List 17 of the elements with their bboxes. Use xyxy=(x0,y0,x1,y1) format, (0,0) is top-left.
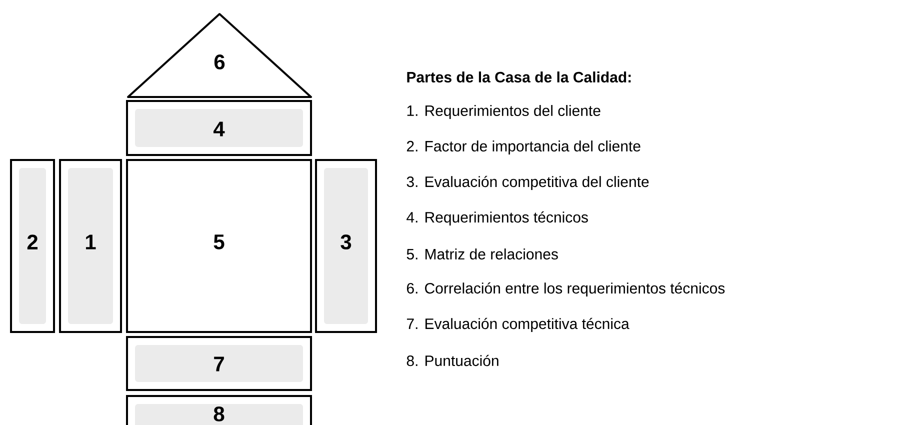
section-box: 8 xyxy=(126,394,312,425)
list-item: 8. Puntuación xyxy=(406,354,498,366)
list-item: 7. Evaluación competitiva técnica xyxy=(406,318,630,332)
section-box: 7 xyxy=(126,336,312,391)
section-box: 2 xyxy=(10,159,56,333)
list-item: 3. Evaluación competitiva del cliente xyxy=(406,176,649,190)
section-box: 4 xyxy=(126,100,312,156)
list-item: 5. Matriz de relaciones xyxy=(406,248,558,260)
section-box: 3 xyxy=(315,159,377,333)
matrix-box: 5 xyxy=(126,159,312,333)
roof-triangle: 6 xyxy=(127,13,312,98)
list-item: 1. Requerimientos del cliente xyxy=(407,105,600,119)
list-item: 4. Requerimientos técnicos xyxy=(406,211,588,226)
list-item: 2. Factor de importancia del cliente xyxy=(406,140,640,154)
section-box: 1 xyxy=(59,159,122,333)
list-item: 6. Correlación entre los requerimientos técnicos xyxy=(406,282,725,297)
list-heading: Partes de la Casa de la Calidad: xyxy=(407,71,631,82)
